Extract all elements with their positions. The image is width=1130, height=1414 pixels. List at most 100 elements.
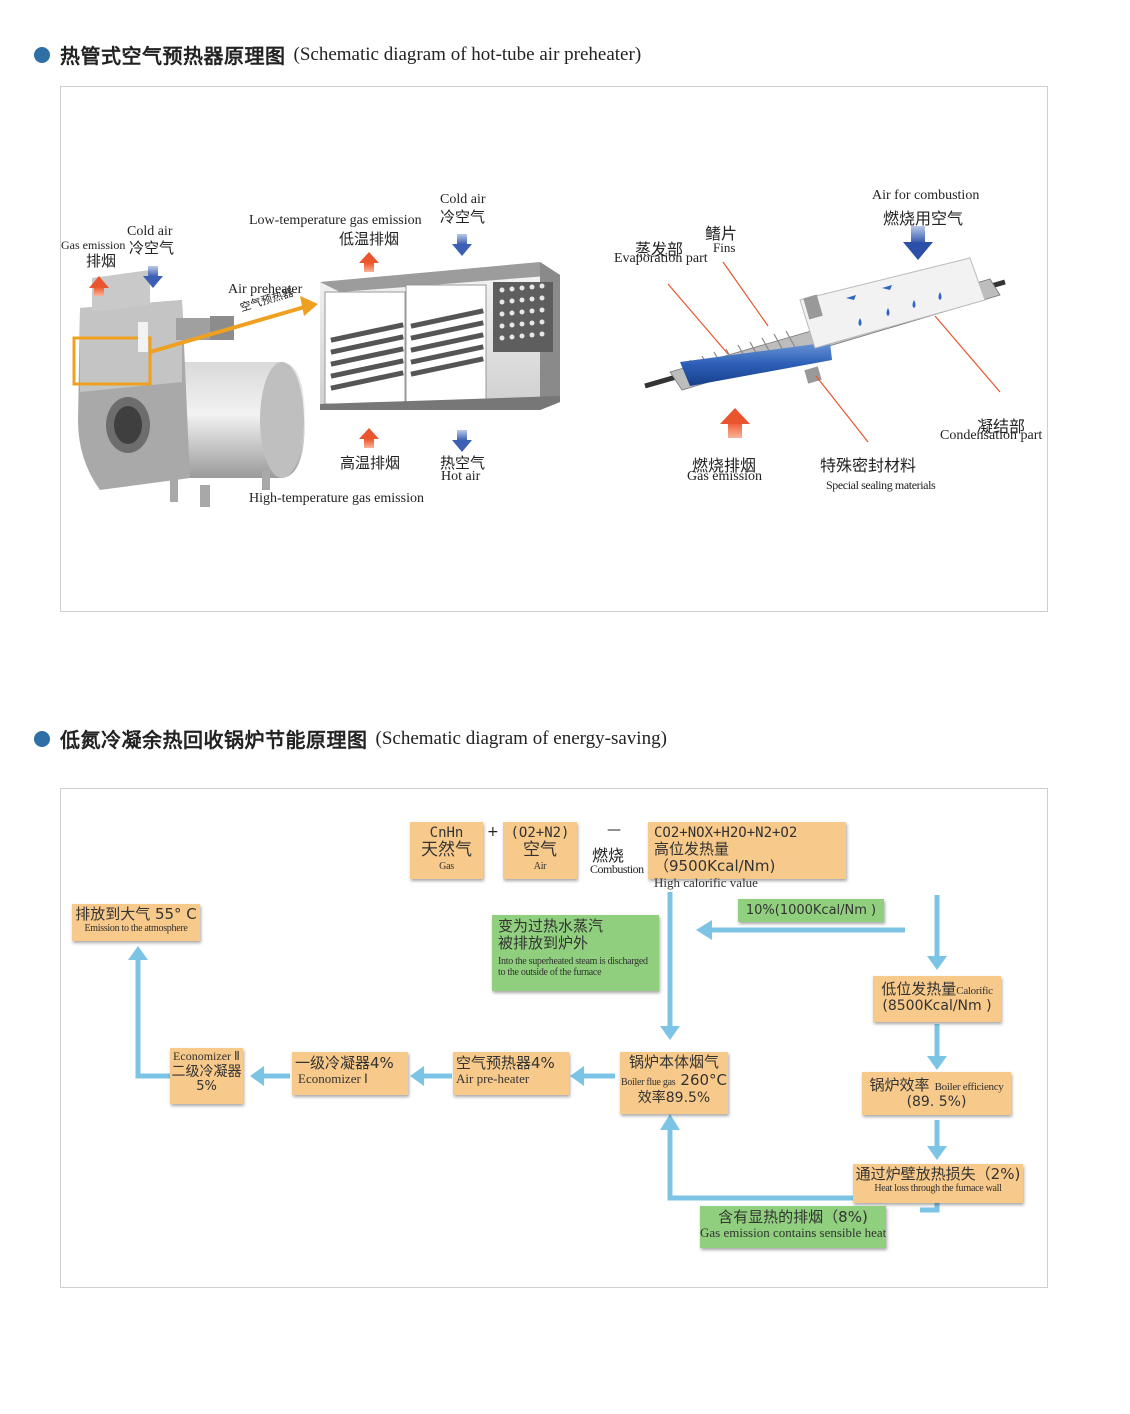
steam-en1: Into the superheated steam is discharged <box>498 955 648 967</box>
gas-emission-en: Gas emission <box>61 238 126 252</box>
products-box: CO2+NOX+H2O+N2+O2 高位发热量（9500Kcal/Nm) Hig… <box>648 822 846 890</box>
emission-en: Emission to the atmosphere <box>84 923 188 935</box>
econ2-en: Economizer Ⅱ <box>173 1049 240 1063</box>
gas-cn: 天然气 <box>421 840 472 861</box>
lower-calorific-box: 低位发热量Calorific (8500Kcal/Nm ) <box>873 976 1001 1022</box>
pointer-lines <box>667 261 1001 443</box>
sealing-en: Special sealing materials <box>826 478 936 492</box>
flue-gas-box: 锅炉本体烟气 Boiler flue gas 260°C 效率89.5% <box>620 1052 728 1114</box>
preheater-link-arrowhead <box>300 296 318 316</box>
lower-cal-val: (8500Kcal/Nm ) <box>882 998 992 1015</box>
cold-air-left-cn: 冷空气 <box>129 239 175 257</box>
econ2-val: 5% <box>196 1078 217 1094</box>
hot-gas-arrow-boiler <box>89 276 109 296</box>
hot-air-arrow <box>452 430 472 452</box>
high-temp-en: High-temperature gas emission <box>249 491 424 506</box>
preheater-link-line <box>149 304 309 354</box>
section1-title-cn: 热管式空气预热器原理图 <box>60 44 286 68</box>
gas-en: Gas <box>439 860 454 872</box>
flue-gas-en: Boiler flue gas <box>620 1077 676 1089</box>
emission-cn: 排放到大气 55° C <box>75 905 197 923</box>
air-cn: 空气 <box>523 840 557 861</box>
wall-loss-en: Heat loss through the furnace wall <box>874 1183 1002 1195</box>
air-preheater-box: 空气预热器4% Air pre-heater <box>453 1052 569 1095</box>
loss-10-box: 10%(1000Kcal/Nm ) <box>738 899 884 922</box>
products-cn: 高位发热量（9500Kcal/Nm) <box>654 840 776 876</box>
heat-pipe-illustration <box>644 257 1006 391</box>
cold-air-arrow-top <box>452 234 472 256</box>
flue-gas-arrow <box>720 408 750 438</box>
section1-title-en: (Schematic diagram of hot-tube air prehe… <box>293 43 642 65</box>
cold-air-top-cn: 冷空气 <box>440 208 486 226</box>
hot-air-en: Hot air <box>441 469 481 484</box>
emission-box: 排放到大气 55° C Emission to the atmosphere <box>72 904 200 941</box>
bullet-icon <box>34 46 50 63</box>
condensation-cn: 凝结部 <box>977 417 1026 436</box>
econ2-cn: 二级冷凝器 <box>171 1063 242 1080</box>
air-preheater-en: Air preheater <box>228 282 303 297</box>
sensible-en: Gas emission contains sensible heat <box>700 1225 887 1241</box>
combustion-air-arrow <box>903 226 933 260</box>
combustion-en: Combustion <box>590 862 644 876</box>
boiler-eff-en: Boiler efficiency <box>934 1081 1004 1093</box>
air-en: Air <box>533 860 547 872</box>
sensible-cn: 含有显热的排烟（8%) <box>718 1208 868 1226</box>
section2-title-en: (Schematic diagram of energy-saving) <box>375 727 667 749</box>
wall-loss-cn: 通过炉壁放热损失（2%) <box>855 1165 1021 1183</box>
econ1-en: Economizer Ⅰ <box>298 1071 368 1087</box>
combustion-air-en: Air for combustion <box>872 188 980 203</box>
high-temp-cn: 高温排烟 <box>340 454 401 472</box>
boiler-efficiency-box: 锅炉效率 Boiler efficiency (89. 5%) <box>862 1072 1011 1115</box>
products-formula: CO2+NOX+H2O+N2+O2 <box>654 825 798 841</box>
bullet-icon <box>34 730 50 747</box>
air-pre-en: Air pre-heater <box>456 1071 530 1087</box>
flue-gas-cn: 燃烧排烟 <box>692 456 757 475</box>
gas-emission-cn: 排烟 <box>86 252 117 270</box>
products-en: High calorific value <box>654 874 758 890</box>
combustion-air-cn: 燃烧用空气 <box>883 209 964 228</box>
cold-air-left-en: Cold air <box>127 224 173 239</box>
flue-gas-temp: 260°C <box>680 1071 728 1090</box>
air-formula: (O2+N2) <box>510 825 570 841</box>
low-temp-arrow <box>359 252 379 272</box>
cold-air-arrow-boiler <box>143 266 163 288</box>
flue-gas-cn: 锅炉本体烟气 <box>628 1053 719 1071</box>
section2-title-cn: 低氮冷凝余热回收锅炉节能原理图 <box>60 728 368 752</box>
air-pre-cn: 空气预热器4% <box>456 1054 555 1072</box>
hot-air-cn: 热空气 <box>440 454 486 472</box>
sensible-heat-box: 含有显热的排烟（8%) Gas emission contains sensib… <box>700 1206 886 1248</box>
air-box: (O2+N2) 空气 Air <box>503 822 577 879</box>
gas-box: CnHn 天然气 Gas <box>410 822 483 879</box>
flue-gas-en: Gas emission <box>687 469 763 484</box>
boiler-eff-val: (89. 5%) <box>906 1094 967 1111</box>
evaporation-en: Evaporation part <box>614 251 708 266</box>
steam-cn1: 变为过热水蒸汽 <box>498 917 604 935</box>
flue-gas-eff: 效率89.5% <box>637 1089 711 1106</box>
high-temp-arrow <box>359 428 379 448</box>
fins-cn: 鳍片 <box>705 224 738 243</box>
econ1-cn: 一级冷凝器4% <box>295 1054 394 1072</box>
gas-formula: CnHn <box>429 825 464 841</box>
fins-en: Fins <box>713 240 736 255</box>
cold-air-top-en: Cold air <box>440 192 486 207</box>
wall-loss-box: 通过炉壁放热损失（2%) Heat loss through the furna… <box>853 1164 1023 1203</box>
evaporation-cn: 蒸发部 <box>635 240 684 259</box>
condensation-en: Condensation part <box>940 428 1043 443</box>
plus-sign: + <box>487 824 499 840</box>
steam-cn2: 被排放到炉外 <box>498 934 589 953</box>
steam-box: 变为过热水蒸汽 被排放到炉外 Into the superheated stea… <box>492 915 659 991</box>
low-temp-en: Low-temperature gas emission <box>249 213 422 228</box>
lower-cal-en: Calorific <box>956 985 993 997</box>
lower-cal-cn: 低位发热量 <box>881 980 957 998</box>
heat-exchanger-illustration <box>320 262 560 410</box>
steam-en2: to the outside of the furnace <box>498 967 602 978</box>
dash-sign: — <box>607 822 621 838</box>
combustion-cn: 燃烧 <box>592 846 625 865</box>
economizer1-box: 一级冷凝器4% Economizer Ⅰ <box>292 1052 408 1095</box>
boiler-eff-cn: 锅炉效率 <box>869 1076 930 1094</box>
low-temp-cn: 低温排烟 <box>339 230 400 248</box>
section2-title: 低氮冷凝余热回收锅炉节能原理图 (Schematic diagram of en… <box>34 724 667 753</box>
sealing-cn: 特殊密封材料 <box>820 456 917 475</box>
